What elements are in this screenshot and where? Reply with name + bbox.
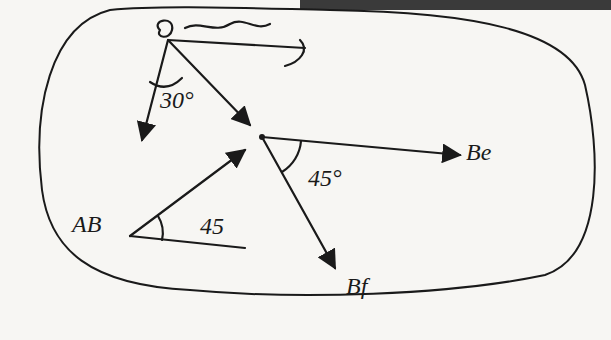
- be-arrow: [262, 137, 460, 155]
- ab-arrow: [130, 150, 245, 236]
- charge-symbol: [158, 21, 173, 37]
- angle-label: 30°: [160, 88, 194, 112]
- angle-arc: [150, 78, 182, 87]
- region-outline: [39, 7, 594, 295]
- angle-label: 45°: [308, 166, 342, 190]
- scribble: [185, 22, 270, 28]
- angle-arc: [158, 216, 163, 240]
- reference-line: [130, 236, 245, 248]
- bf-arrow: [262, 137, 335, 268]
- angle-label: 45: [200, 214, 224, 238]
- angle-arc: [285, 40, 304, 66]
- dark-edge: [300, 0, 611, 10]
- field-label: Bf: [346, 274, 367, 298]
- field-point: [259, 134, 265, 140]
- field-arrow: [168, 40, 250, 125]
- reference-line: [168, 40, 305, 48]
- angle-arc: [282, 141, 301, 172]
- field-label: AB: [72, 212, 101, 236]
- field-label: Be: [466, 140, 491, 164]
